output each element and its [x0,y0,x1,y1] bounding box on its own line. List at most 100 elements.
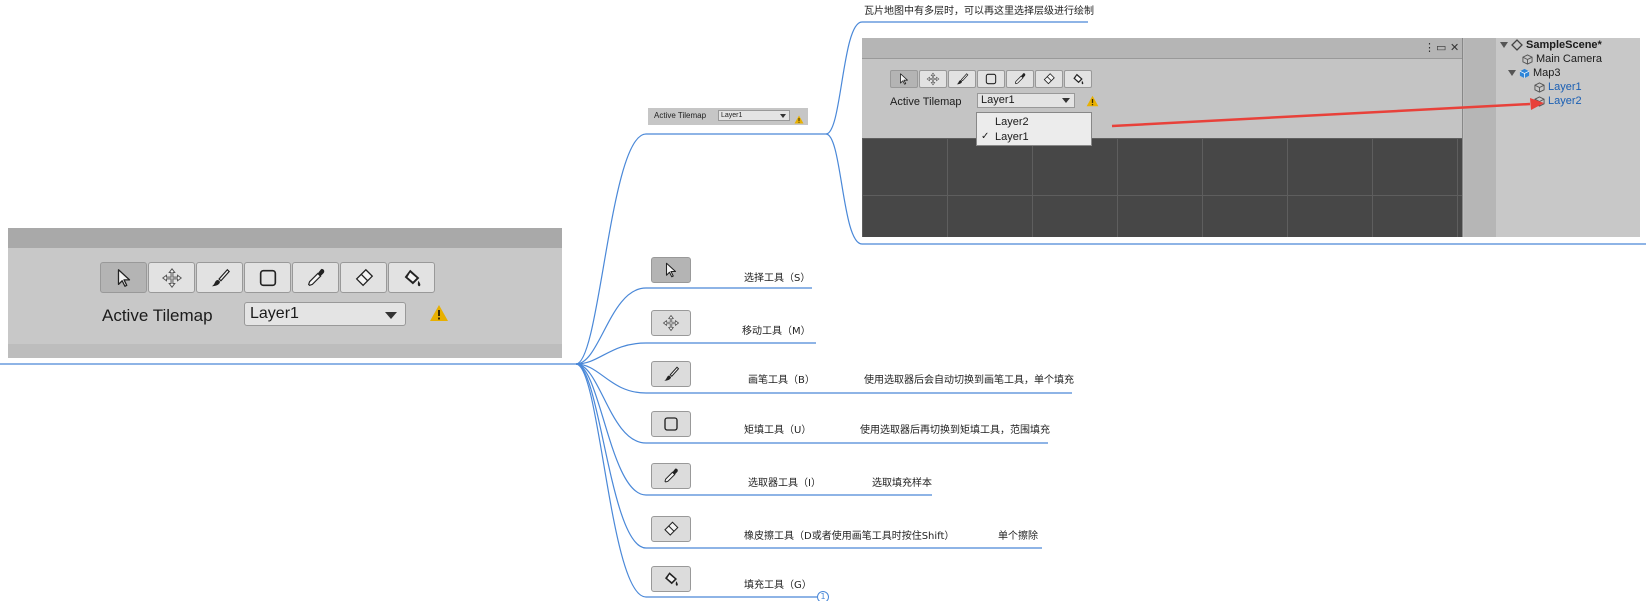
layer-note-text: 瓦片地图中有多层时，可以再这里选择层级进行绘制 [864,6,1094,17]
move-icon [662,314,680,332]
chevron-down-icon [780,114,786,118]
link-tilemap-shot [825,133,863,245]
link-tool-select [575,287,647,365]
scene-grid [862,138,1462,237]
root-tool-button-eyedropper[interactable] [292,262,339,293]
collapse-badge[interactable]: 1 [817,591,829,601]
screenshot-tool-button-bucket-fill[interactable] [1064,70,1092,88]
hierarchy-item-layer2[interactable]: Layer2 [1534,95,1582,107]
tool-node-detail: 选取填充样本 [872,478,932,489]
link-tool-brush [575,363,647,394]
warning-icon [429,304,449,326]
root-tilemap-dropdown[interactable]: Layer1 [244,302,406,326]
tool-node-label: 矩填工具（U） [744,425,812,436]
tool-node-move [651,310,691,336]
tool-node-eraser [651,516,691,542]
gameobject-cube-icon [1522,53,1533,65]
more-options-icon[interactable]: ⋮ [1424,42,1435,54]
small-tilemap-dropdown[interactable]: Layer1 [718,110,790,121]
close-icon[interactable]: ✕ [1450,42,1460,54]
screenshot-active-tilemap-label: Active Tilemap [890,96,962,108]
layer-dropdown-menu: Layer2 ✓ Layer1 [976,112,1092,146]
hierarchy-strip [1464,38,1496,237]
gameobject-cube-icon [1534,81,1545,93]
scene-window: ⋮ ▭ ✕ Active Tilemap Layer1 Layer2 ✓ Lay… [862,38,1463,237]
chevron-down-icon [385,312,397,319]
root-dropdown-value: Layer1 [250,305,299,322]
screenshot-tool-button-eraser[interactable] [1035,70,1063,88]
tool-node-label: 橡皮擦工具（D或者使用画笔工具时按住Shift） [744,531,955,542]
root-tool-button-move[interactable] [148,262,195,293]
eraser-icon [353,267,375,289]
box-fill-icon [257,267,279,289]
hierarchy-item-label: Main Camera [1536,53,1603,65]
tool-node-brush [651,361,691,387]
chevron-down-icon [1062,98,1070,103]
bucket-fill-icon [1071,72,1085,86]
move-icon [926,72,940,86]
select-arrow-icon [113,267,135,289]
root-toolbar [100,262,435,293]
hierarchy-scene[interactable]: SampleScene* [1500,39,1602,51]
small-dropdown-value: Layer1 [721,112,743,119]
link-tool-box [575,363,647,444]
root-tool-button-select-arrow[interactable] [100,262,147,293]
screenshot-tool-button-brush[interactable] [948,70,976,88]
tool-node-detail: 单个擦除 [998,531,1038,542]
active-tilemap-node: Active Tilemap Layer1 [648,108,808,125]
root-tool-button-eraser[interactable] [340,262,387,293]
root-tile-palette: Active Tilemap Layer1 [8,228,562,358]
root-tool-button-bucket-fill[interactable] [388,262,435,293]
root-active-tilemap-label: Active Tilemap [102,306,213,325]
box-fill-icon [984,72,998,86]
root-panel-topbar [8,228,562,248]
link-tool-fill [575,363,647,598]
menu-item-layer1[interactable]: Layer1 [995,131,1029,143]
screenshot-tool-button-box-fill[interactable] [977,70,1005,88]
warning-icon [794,111,804,129]
brush-icon [662,365,680,383]
link-tool-eraser [575,363,647,549]
tool-node-bucket-fill [651,566,691,592]
bucket-fill-icon [401,267,423,289]
tool-node-label: 填充工具（G） [744,580,812,591]
hierarchy-item-map3[interactable]: Map3 [1508,67,1561,79]
hierarchy-item-layer1[interactable]: Layer1 [1534,81,1582,93]
tool-node-select-arrow [651,257,691,283]
hierarchy-item-main-camera[interactable]: Main Camera [1522,53,1602,65]
expand-icon [1508,70,1516,76]
eraser-icon [1042,72,1056,86]
select-arrow-icon [897,72,911,86]
eraser-icon [662,520,680,538]
screenshot-toolbar [890,70,1092,88]
screenshot-tool-button-eyedropper[interactable] [1006,70,1034,88]
link-tool-picker [575,363,647,496]
tool-node-detail: 使用选取器后会自动切换到画笔工具，单个填充 [864,375,1074,386]
tool-node-label: 移动工具（M） [742,326,811,337]
link-tilemap-note [825,21,863,135]
screenshot-tool-button-move[interactable] [919,70,947,88]
maximize-icon[interactable]: ▭ [1436,42,1447,54]
select-arrow-icon [662,261,680,279]
expand-icon [1500,42,1508,48]
menu-item-layer2[interactable]: Layer2 [995,116,1029,128]
tool-node-box-fill [651,411,691,437]
root-tool-button-box-fill[interactable] [244,262,291,293]
check-icon: ✓ [981,131,990,142]
screenshot-dropdown-value: Layer1 [981,94,1015,106]
layer-select-screenshot: ⋮ ▭ ✕ Active Tilemap Layer1 Layer2 ✓ Lay… [862,38,1640,237]
hierarchy-scene-label: SampleScene* [1526,39,1602,51]
tool-node-eyedropper [651,463,691,489]
root-tool-button-brush[interactable] [196,262,243,293]
link-tool-move [575,342,647,365]
screenshot-tilemap-dropdown[interactable]: Layer1 [977,93,1075,108]
scene-titlebar: ⋮ ▭ ✕ [862,38,1462,59]
hierarchy-item-label: Layer2 [1548,95,1582,107]
eyedropper-icon [305,267,327,289]
root-panel-bottombar [8,344,562,358]
screenshot-tool-button-select-arrow[interactable] [890,70,918,88]
tool-node-label: 选取器工具（I） [748,478,821,489]
brush-icon [209,267,231,289]
red-arrow-icon [1111,98,1544,128]
